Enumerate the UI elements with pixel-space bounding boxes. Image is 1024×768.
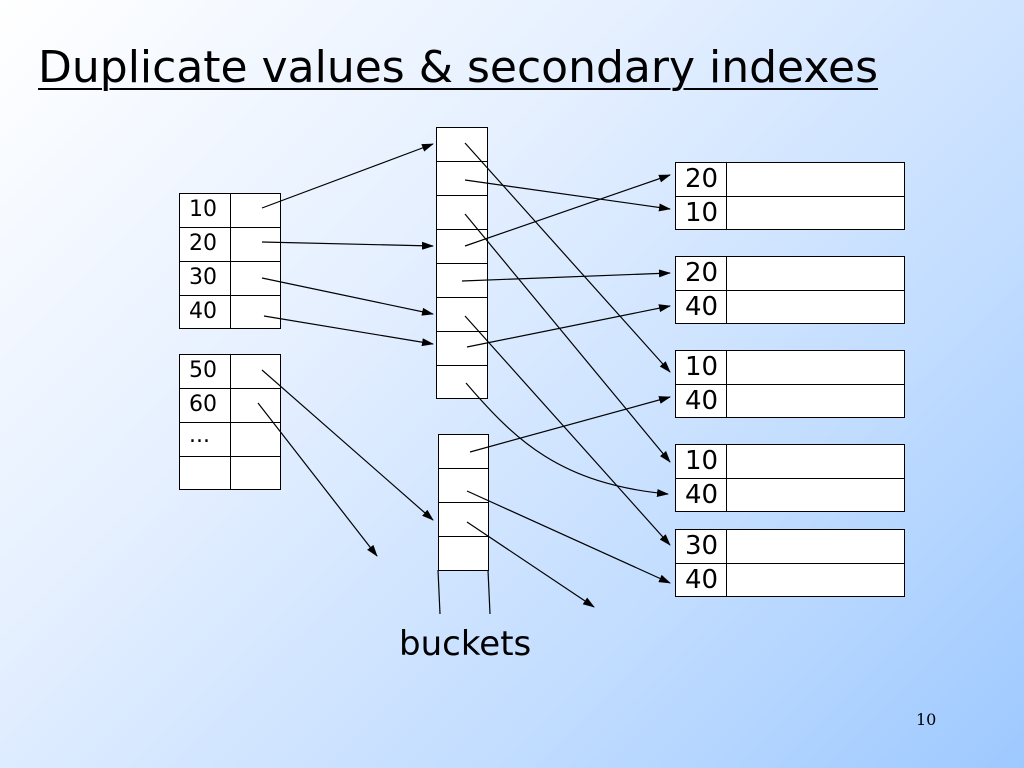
pointer-arrow — [469, 396, 671, 453]
bucket-cell — [436, 297, 488, 332]
record-key-cell: 40 — [675, 478, 727, 512]
pointer-arrow — [461, 269, 671, 282]
pointer-arrow — [261, 369, 434, 521]
index-key-cell: 50 — [179, 354, 231, 389]
pointer-arrow — [261, 241, 434, 250]
pointer-arrow — [261, 277, 434, 316]
pointer-arrow — [464, 174, 671, 247]
bucket-extension-line — [487, 569, 491, 615]
record-key-cell: 10 — [675, 196, 727, 230]
bucket-cell — [438, 434, 489, 469]
pointer-arrow — [464, 213, 671, 463]
record-key-cell: 40 — [675, 384, 727, 418]
index-pointer-cell — [230, 193, 281, 228]
pointer-arrow — [466, 521, 595, 608]
page-number: 10 — [916, 710, 937, 729]
index-key-cell — [179, 456, 231, 490]
pointer-arrow — [464, 179, 671, 212]
pointer-arrow — [261, 143, 434, 209]
record-data-cell — [726, 196, 905, 230]
record-data-cell — [726, 290, 905, 324]
record-key-cell: 30 — [675, 529, 727, 564]
record-data-cell — [726, 162, 905, 197]
bucket-cell — [436, 331, 488, 366]
record-key-cell: 40 — [675, 290, 727, 324]
pointer-arrow — [465, 382, 669, 497]
index-key-cell: 40 — [179, 295, 231, 329]
record-data-cell — [726, 384, 905, 418]
index-pointer-cell — [230, 354, 281, 389]
index-pointer-cell — [230, 227, 281, 262]
record-key-cell: 40 — [675, 563, 727, 597]
buckets-caption: buckets — [399, 624, 532, 664]
slide-title: Duplicate values & secondary indexes — [38, 42, 879, 93]
record-key-cell: 10 — [675, 444, 727, 479]
index-pointer-cell — [230, 295, 281, 329]
index-pointer-cell — [230, 456, 281, 490]
record-data-cell — [726, 256, 905, 291]
pointer-arrow — [464, 142, 671, 373]
bucket-cell — [436, 161, 488, 196]
index-key-cell: 10 — [179, 193, 231, 228]
pointer-arrow — [466, 304, 671, 348]
record-data-cell — [726, 563, 905, 597]
bucket-cell — [438, 536, 489, 571]
record-data-cell — [726, 478, 905, 512]
bucket-cell — [436, 127, 488, 162]
pointer-arrow — [466, 490, 671, 584]
bucket-extension-line — [437, 569, 441, 615]
bucket-cell — [436, 365, 488, 399]
record-key-cell: 10 — [675, 350, 727, 385]
pointer-arrow — [263, 315, 434, 347]
pointer-arrow — [464, 315, 671, 546]
pointer-arrow — [257, 402, 378, 557]
record-data-cell — [726, 529, 905, 564]
